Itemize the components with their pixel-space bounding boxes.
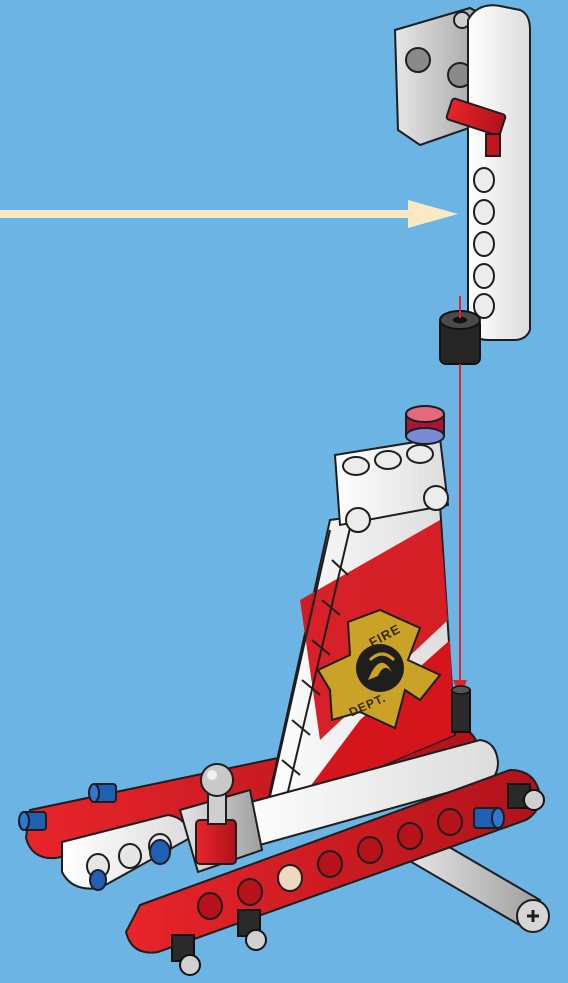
black-pin [172,935,200,975]
red-round-stud [406,406,444,444]
black-peg [452,686,470,732]
upper-sub-assembly [395,5,530,364]
callout-arrow-icon [0,200,458,228]
blue-pin [474,808,504,828]
blue-pin [89,784,116,802]
blue-pin [19,812,46,830]
blue-pin [150,840,170,864]
blue-pin [90,870,106,890]
black-pin [238,910,266,950]
black-bushing [440,311,480,364]
